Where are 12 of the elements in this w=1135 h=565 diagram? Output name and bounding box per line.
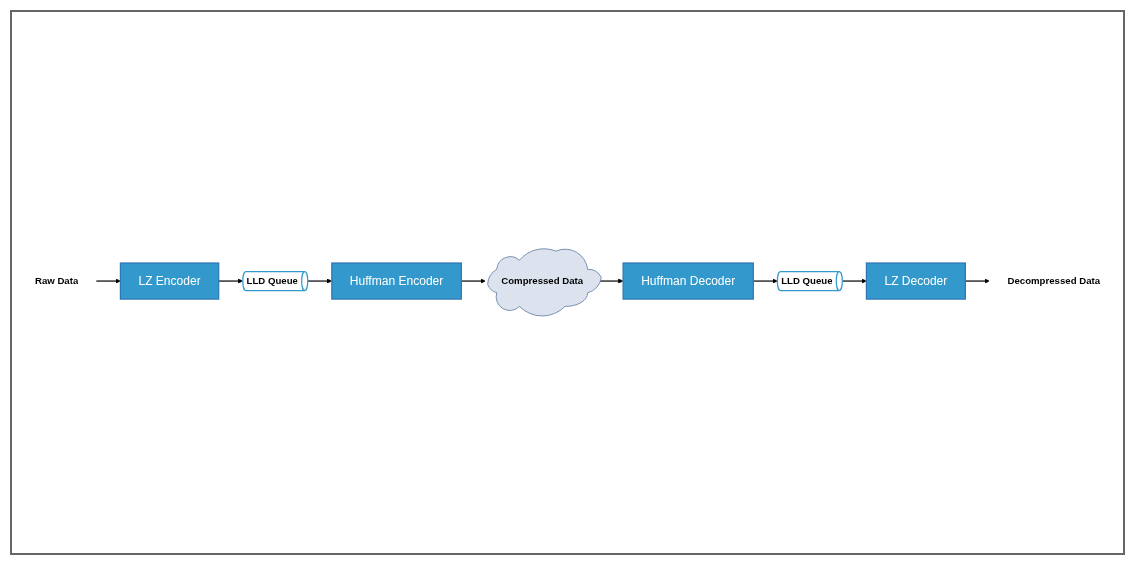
node-text: Decompressed Data [1007, 275, 1101, 286]
node-box: LZ Decoder [865, 262, 966, 300]
node-text: Raw Data [34, 275, 79, 286]
node-text: LLD Queue [781, 275, 833, 286]
node-box: Huffman Decoder [622, 262, 754, 300]
arrow [841, 278, 867, 284]
node-box: LZ Encoder [119, 262, 220, 300]
arrow [95, 278, 121, 284]
node-text: LLD Queue [246, 275, 298, 286]
node-box: Huffman Encoder [331, 262, 462, 300]
arrow [218, 278, 243, 284]
arrow [598, 278, 624, 284]
